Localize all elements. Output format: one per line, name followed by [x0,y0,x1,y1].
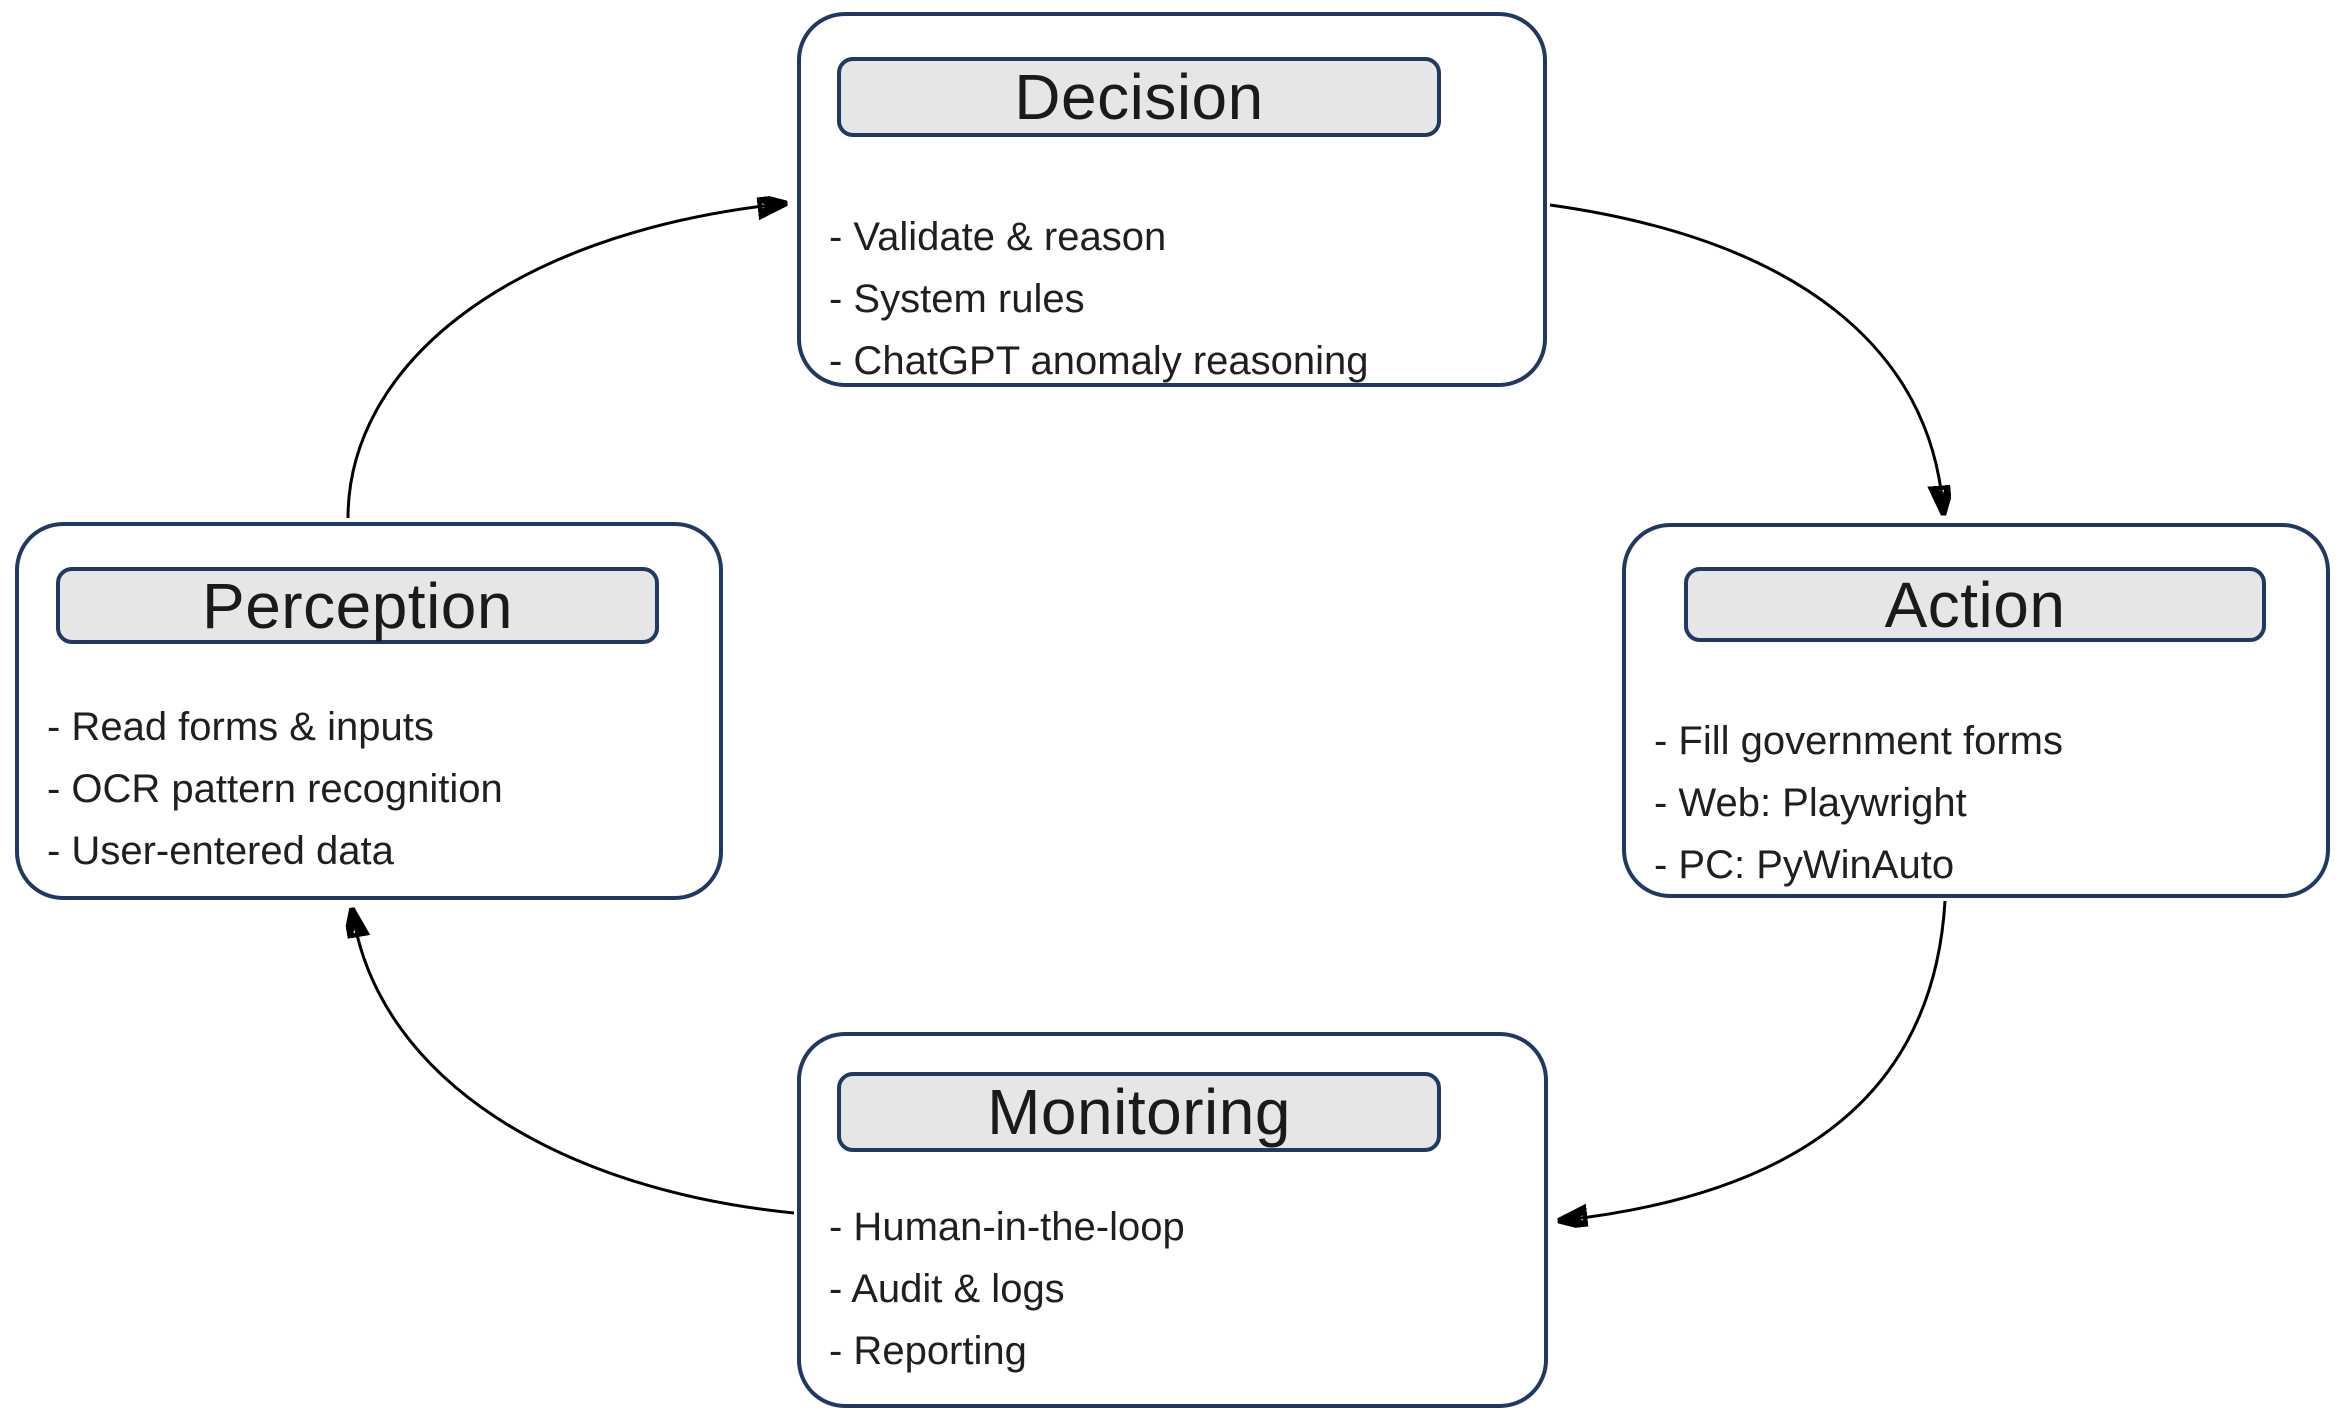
list-item: - Reporting [829,1329,1027,1373]
node-perception-title: Perception [202,569,513,642]
node-action: Action - Fill government forms - Web: Pl… [1622,523,2330,898]
list-item: - Human-in-the-loop [829,1205,1185,1249]
arrow-perception-to-decision [346,204,780,519]
list-item: - System rules [829,277,1085,321]
list-item: - ChatGPT anomaly reasoning [829,339,1369,383]
list-item: - OCR pattern recognition [47,767,503,811]
list-item: - Audit & logs [829,1267,1065,1311]
node-action-header: Action [1684,567,2266,642]
arrow-decision-to-action [1549,203,1943,508]
node-perception-items: - Read forms & inputs - OCR pattern reco… [47,696,699,882]
node-decision: Decision - Validate & reason - System ru… [797,12,1547,387]
node-decision-header: Decision [837,57,1441,137]
node-decision-items: - Validate & reason - System rules - Cha… [829,206,1523,392]
node-monitoring-items: - Human-in-the-loop - Audit & logs - Rep… [829,1196,1524,1382]
node-perception: Perception - Read forms & inputs - OCR p… [15,522,723,900]
list-item: - Fill government forms [1654,719,2063,763]
node-monitoring: Monitoring - Human-in-the-loop - Audit &… [797,1032,1548,1408]
node-action-items: - Fill government forms - Web: Playwrigh… [1654,710,2306,896]
node-action-title: Action [1884,568,2066,641]
list-item: - User-entered data [47,829,394,873]
node-perception-header: Perception [56,567,659,644]
list-item: - PC: PyWinAuto [1654,843,1955,887]
node-monitoring-title: Monitoring [987,1076,1291,1148]
node-decision-title: Decision [1014,61,1264,133]
arrow-action-to-monitoring [1565,900,1947,1220]
node-monitoring-header: Monitoring [837,1072,1441,1152]
list-item: - Read forms & inputs [47,705,434,749]
list-item: - Web: Playwright [1654,781,1967,825]
list-item: - Validate & reason [829,215,1167,259]
arrow-monitoring-to-perception [353,915,795,1215]
